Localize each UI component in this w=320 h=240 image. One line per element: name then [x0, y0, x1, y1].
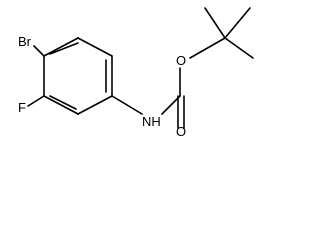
atom-label-amine: NH — [142, 114, 161, 129]
bond-tbutyl-methyl-left — [204, 7, 226, 39]
atom-label-carbonyl-oxygen: O — [176, 124, 186, 137]
chemical-structure: Br F NH O O — [18, 7, 254, 137]
ring-double-bond-top — [49, 42, 79, 55]
bond-c-f — [27, 95, 45, 107]
ring-bond-c4-c5 — [77, 95, 113, 115]
bond-tbutyl-methyl-right — [224, 7, 251, 39]
bond-c-n — [111, 95, 143, 115]
bond-o-tbutyl — [189, 37, 226, 59]
ring-bond-c1-c2 — [43, 37, 79, 57]
bond-n-c-carbonyl — [161, 95, 181, 115]
ring-bond-c5-c6 — [43, 95, 79, 115]
atom-label-ether-oxygen: O — [176, 53, 186, 68]
bond-c-br — [33, 45, 45, 57]
bond-tbutyl-methyl-down — [224, 37, 254, 59]
ring-double-bond-bottom — [49, 95, 77, 110]
atom-label-fluorine: F — [18, 100, 26, 115]
ring-bond-c2-c3 — [77, 37, 113, 57]
atom-label-bromine: Br — [18, 34, 32, 49]
